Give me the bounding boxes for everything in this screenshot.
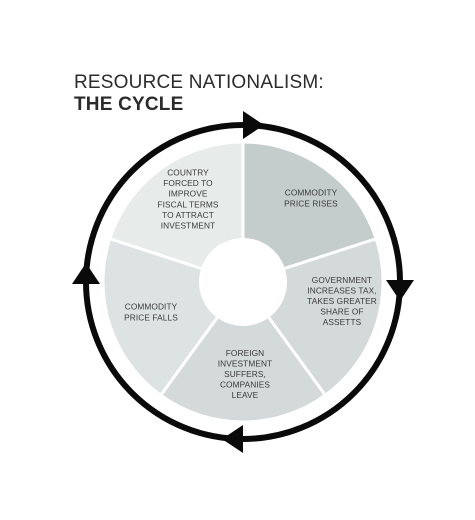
segment-label-line: FOREIGN — [226, 348, 265, 358]
arrowhead-icon — [222, 425, 243, 453]
segment-label-line: SHARE OF — [320, 307, 363, 317]
segment-label-line: COUNTRY — [167, 168, 209, 178]
diagram-title: RESOURCE NATIONALISM: THE CYCLE — [74, 72, 324, 116]
segment-commodity-price-rises — [241, 140, 378, 284]
segment-label-line: TAKES GREATER — [307, 296, 377, 306]
segment-label-line: GOVERNMENT — [312, 275, 372, 285]
segment-label-line: FORCED TO — [163, 178, 213, 188]
segment-label-line: PRICE FALLS — [124, 312, 178, 322]
segment-foreign-investment-suffers — [159, 280, 327, 424]
segment-label-line: LEAVE — [232, 390, 259, 400]
segment-label-line: COMPANIES — [220, 380, 270, 390]
segment-label-line: INVESTMENT — [161, 221, 215, 231]
arrowhead-icon — [243, 111, 264, 139]
segment-label-line: INVESTMENT — [218, 358, 272, 368]
segment-label-line: TO ATTRACT — [162, 210, 214, 220]
arrowhead-icon — [386, 280, 414, 301]
center-circle — [199, 238, 287, 326]
segment-label-line: PRICE RISES — [284, 198, 338, 208]
title-line-2: THE CYCLE — [74, 94, 184, 115]
segment-label-line: ASSETTS — [323, 317, 362, 327]
segment-label-line: COMMODITY — [285, 188, 338, 198]
segment-label-line: SUFFERS, — [224, 369, 266, 379]
segment-label-line: FISCAL TERMS — [157, 199, 218, 209]
segment-country-forced-to-improve — [108, 140, 245, 284]
arrowhead-icon — [72, 263, 100, 284]
title-line-1: RESOURCE NATIONALISM: — [74, 72, 324, 93]
segment-label-line: COMMODITY — [125, 302, 178, 312]
segment-label-line: INCREASES TAX, — [307, 285, 376, 295]
segment-label-line: IMPROVE — [169, 189, 208, 199]
